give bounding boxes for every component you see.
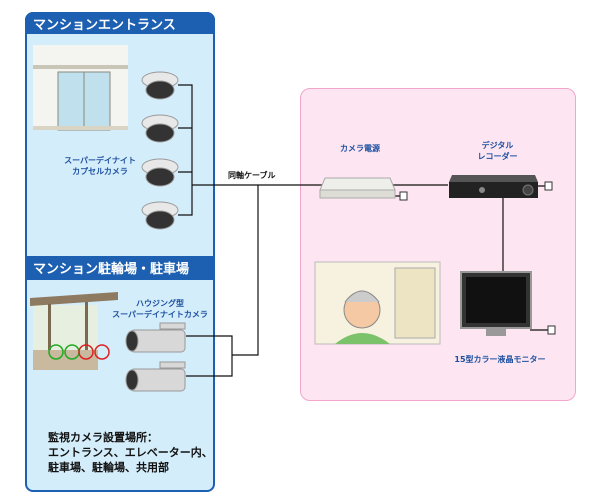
pink-panel xyxy=(300,88,576,401)
dome-cameras xyxy=(141,71,179,230)
installation-locations: 監視カメラ設置場所：エントランス、エレベーター内、駐車場、駐輪場、共用部 xyxy=(48,431,213,474)
dome-camera xyxy=(141,71,179,100)
parking-header: マンション駐輪場・駐車場 xyxy=(25,256,215,280)
camera-power-supply xyxy=(319,177,408,201)
recorder-label: デジタルレコーダー xyxy=(477,141,518,161)
monitor-label: 15型カラー液晶モニター xyxy=(454,355,546,364)
dome-camera xyxy=(141,114,179,143)
entrance-illustration xyxy=(33,45,128,131)
coaxial-cables xyxy=(178,84,548,377)
dome-camera xyxy=(141,201,179,230)
entrance-header: マンションエントランス xyxy=(25,12,215,34)
dome-camera xyxy=(141,158,179,187)
power-supply-label: カメラ電源 xyxy=(340,144,380,153)
dome-camera-label: スーパーデイナイトカプセルカメラ xyxy=(64,156,136,176)
bullet-camera xyxy=(125,361,186,392)
bullet-camera-label: ハウジング型スーパーデイナイトカメラ xyxy=(112,299,208,319)
digital-recorder xyxy=(449,175,553,198)
lcd-monitor xyxy=(460,271,556,336)
bicycle-parking-illustration xyxy=(30,292,118,370)
resident-illustration xyxy=(314,261,441,345)
bullet-camera xyxy=(125,322,186,353)
cable-label: 同軸ケーブル xyxy=(228,171,276,180)
bullet-cameras xyxy=(125,322,186,392)
